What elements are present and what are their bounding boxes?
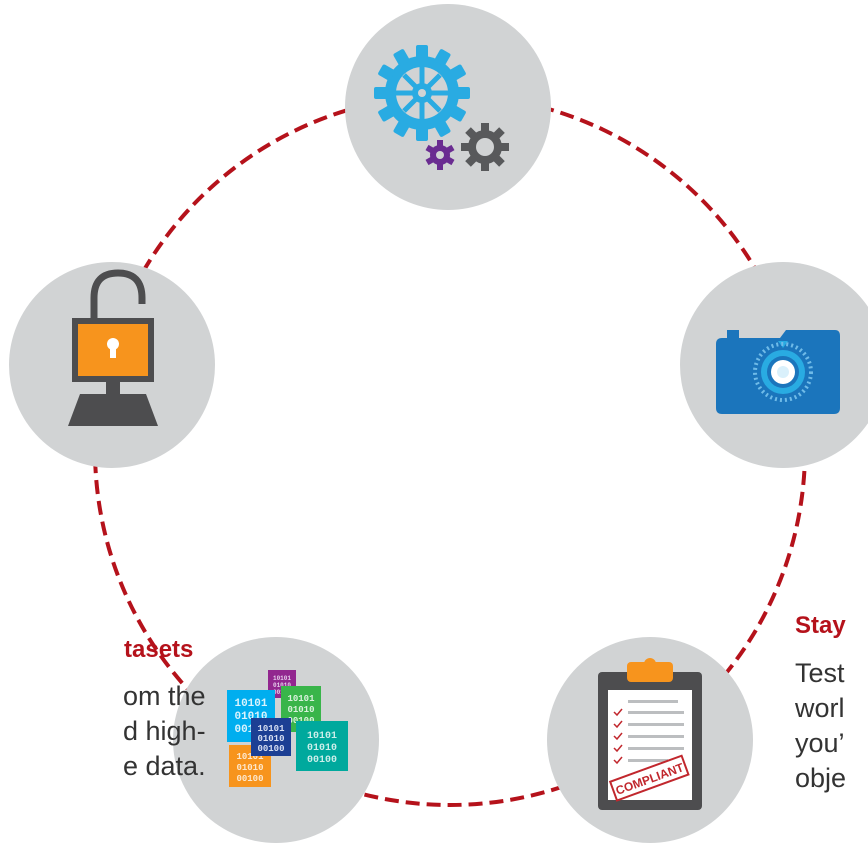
navy-line-1: 10101 [257, 724, 285, 734]
orange-line-3: 00100 [236, 774, 263, 784]
binary-data-icon: 10101 01010 00100 10101 01010 00100 1010… [227, 670, 348, 787]
green-line-2: 01010 [287, 705, 314, 715]
right-caption-line-2: worl [795, 693, 845, 723]
teal-line-3: 00100 [307, 755, 337, 766]
right-caption-heading: Stay [795, 612, 846, 639]
camera-icon [716, 330, 840, 414]
left-caption-heading: tasets [124, 636, 194, 663]
green-line-1: 10101 [287, 694, 315, 704]
left-caption-line-2: d high- [123, 716, 206, 746]
gears-icon [374, 45, 509, 171]
orange-line-1: 10101 [236, 752, 264, 762]
left-caption-line-3: e data. [123, 751, 206, 781]
teal-line-1: 10101 [307, 731, 337, 742]
orange-line-2: 01010 [236, 763, 263, 773]
left-caption-line-1: om the [123, 681, 206, 711]
navy-line-2: 01010 [257, 734, 284, 744]
right-caption-line-3: you’ [795, 728, 845, 758]
purple-line-2: 01010 [273, 682, 291, 689]
unlocked-computer-icon [68, 269, 158, 426]
teal-block: 10101 01010 00100 [296, 721, 348, 771]
cyan-line-1: 10101 [234, 698, 267, 710]
purple-line-1: 10101 [273, 675, 291, 682]
right-caption-line-4: obje [795, 763, 847, 793]
teal-line-2: 01010 [307, 743, 337, 754]
right-caption-line-1: Test [795, 658, 845, 688]
navy-block: 10101 01010 00100 [251, 718, 291, 756]
clipboard-icon: COMPLIANT [598, 658, 702, 810]
navy-line-3: 00100 [257, 744, 284, 754]
